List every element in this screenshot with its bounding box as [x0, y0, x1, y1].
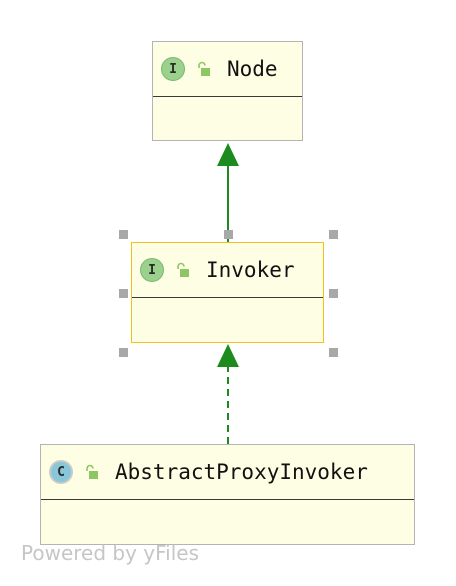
- selection-handle-middle-right[interactable]: [329, 289, 338, 298]
- public-lock-icon: [177, 262, 189, 277]
- invoker-header: I Invoker: [132, 243, 323, 298]
- node-header: I Node: [153, 42, 302, 97]
- class-badge-icon: C: [49, 460, 73, 484]
- uml-node-abstract-proxy-invoker[interactable]: C AbstractProxyInvoker: [40, 444, 415, 545]
- interface-badge-icon: I: [161, 57, 185, 81]
- implements-arrowhead: [217, 344, 239, 367]
- watermark-text: Powered by yFiles: [21, 541, 199, 565]
- selection-handle-bottom-left[interactable]: [119, 348, 128, 357]
- edge-invoker-extends-node[interactable]: [217, 143, 239, 242]
- edge-abstractproxyinvoker-implements-invoker[interactable]: [217, 344, 239, 444]
- interface-badge-icon: I: [140, 258, 164, 282]
- uml-node-invoker[interactable]: I Invoker: [131, 242, 324, 343]
- selection-handle-top-left[interactable]: [119, 230, 128, 239]
- extends-arrowhead: [217, 143, 239, 166]
- public-lock-icon: [86, 464, 98, 479]
- selection-handle-bottom-right[interactable]: [329, 348, 338, 357]
- public-lock-icon: [198, 61, 210, 76]
- abstract-proxy-invoker-header: C AbstractProxyInvoker: [41, 445, 414, 500]
- uml-node-node[interactable]: I Node: [152, 41, 303, 141]
- node-name: Node: [227, 57, 278, 81]
- selection-handle-top-right[interactable]: [329, 230, 338, 239]
- selection-handle-top-middle[interactable]: [224, 230, 233, 239]
- selection-handle-middle-left[interactable]: [119, 289, 128, 298]
- invoker-name: Invoker: [206, 258, 295, 282]
- abstract-proxy-invoker-name: AbstractProxyInvoker: [115, 460, 368, 484]
